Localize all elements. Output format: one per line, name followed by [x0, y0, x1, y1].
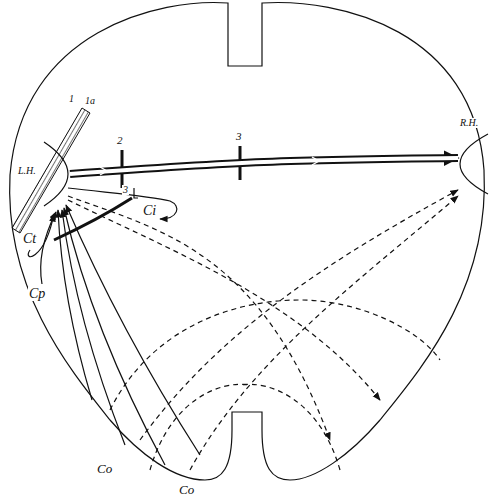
- part-label: 2: [116, 135, 124, 146]
- part-label: 3: [235, 131, 243, 142]
- co-fibres: [58, 210, 92, 400]
- hemisphere-marker: L.H.: [18, 140, 70, 208]
- crossing-fibres: [240, 384, 340, 470]
- part-label: Co: [178, 483, 195, 496]
- small-bracket: [134, 188, 138, 198]
- semicircle-arc: [44, 142, 68, 206]
- semicircle-outline: [458, 118, 490, 198]
- direction-chevron: [312, 157, 319, 165]
- part-label: Ci: [142, 204, 157, 218]
- tract-inner: [70, 158, 458, 174]
- co-fibres: [64, 208, 165, 465]
- crossing-fibres: [190, 196, 458, 470]
- crossing-fibres: [140, 190, 458, 440]
- part-label: Cp: [28, 287, 46, 301]
- co-fibres: [62, 210, 125, 445]
- hemisphere-label: R.H.: [460, 118, 478, 128]
- crossing-fibres: [68, 196, 330, 440]
- hemisphere-marker: R.H.: [458, 118, 490, 198]
- part-label: Co: [96, 462, 113, 475]
- semicircle-arc: [460, 134, 488, 194]
- crossing-fibres: [150, 384, 250, 470]
- commissural-tract: [70, 158, 458, 174]
- crossing-fibres: [68, 200, 380, 400]
- connectors: [70, 158, 458, 174]
- hemisphere-label: L.H.: [18, 166, 36, 176]
- direction-chevron: [100, 167, 107, 175]
- brain-outline: [10, 3, 485, 480]
- crossing-fibres: [110, 300, 440, 410]
- part-label: 1a: [84, 96, 96, 106]
- part-label: 3: [122, 185, 129, 195]
- cp-fibres: [41, 212, 56, 284]
- part-label: 1: [68, 94, 75, 104]
- part-label: Ct: [22, 232, 37, 246]
- tract-outer: [70, 158, 458, 174]
